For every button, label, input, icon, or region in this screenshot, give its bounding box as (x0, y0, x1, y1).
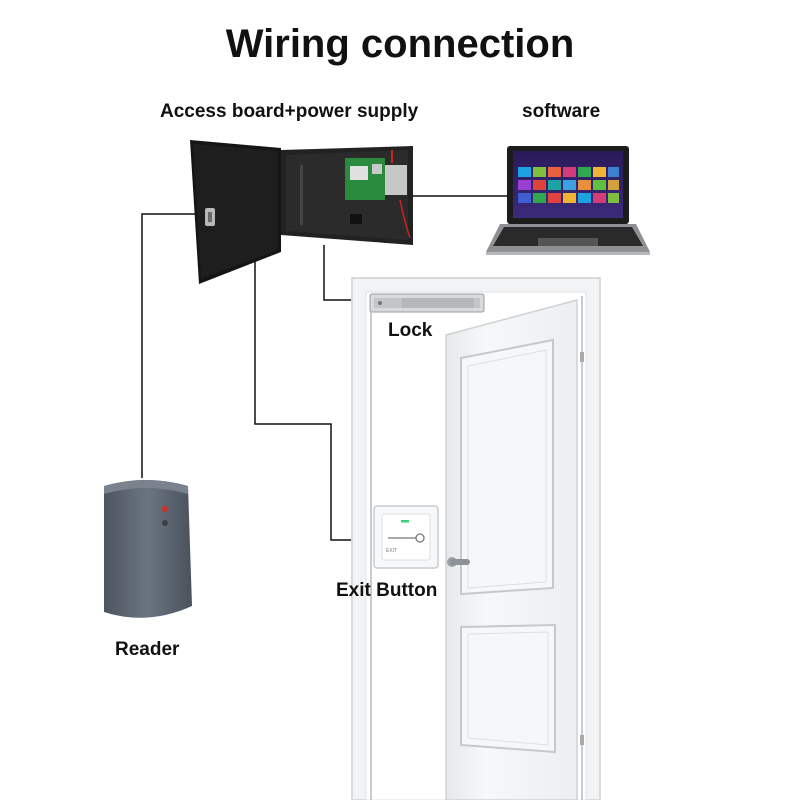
exit-button-icon: EXIT (373, 505, 439, 569)
door-icon (351, 277, 601, 800)
card-reader-icon (104, 480, 192, 618)
exit-button-label: Exit Button (336, 580, 438, 601)
wire-cabinet-to-lock (323, 245, 352, 301)
wire-cabinet-to-exit-button (254, 255, 352, 541)
lock-label: Lock (388, 320, 433, 341)
wire-cabinet-to-reader (141, 213, 196, 478)
exit-button-face-text: EXIT (386, 548, 397, 554)
access-board-label: Access board+power supply (160, 101, 419, 122)
page-title: Wiring connection (225, 22, 575, 66)
laptop-icon (486, 146, 650, 255)
reader-label: Reader (115, 639, 180, 660)
software-label: software (522, 101, 601, 122)
magnetic-lock-icon (369, 293, 485, 313)
wires (141, 195, 507, 541)
access-control-cabinet-icon (190, 140, 413, 284)
